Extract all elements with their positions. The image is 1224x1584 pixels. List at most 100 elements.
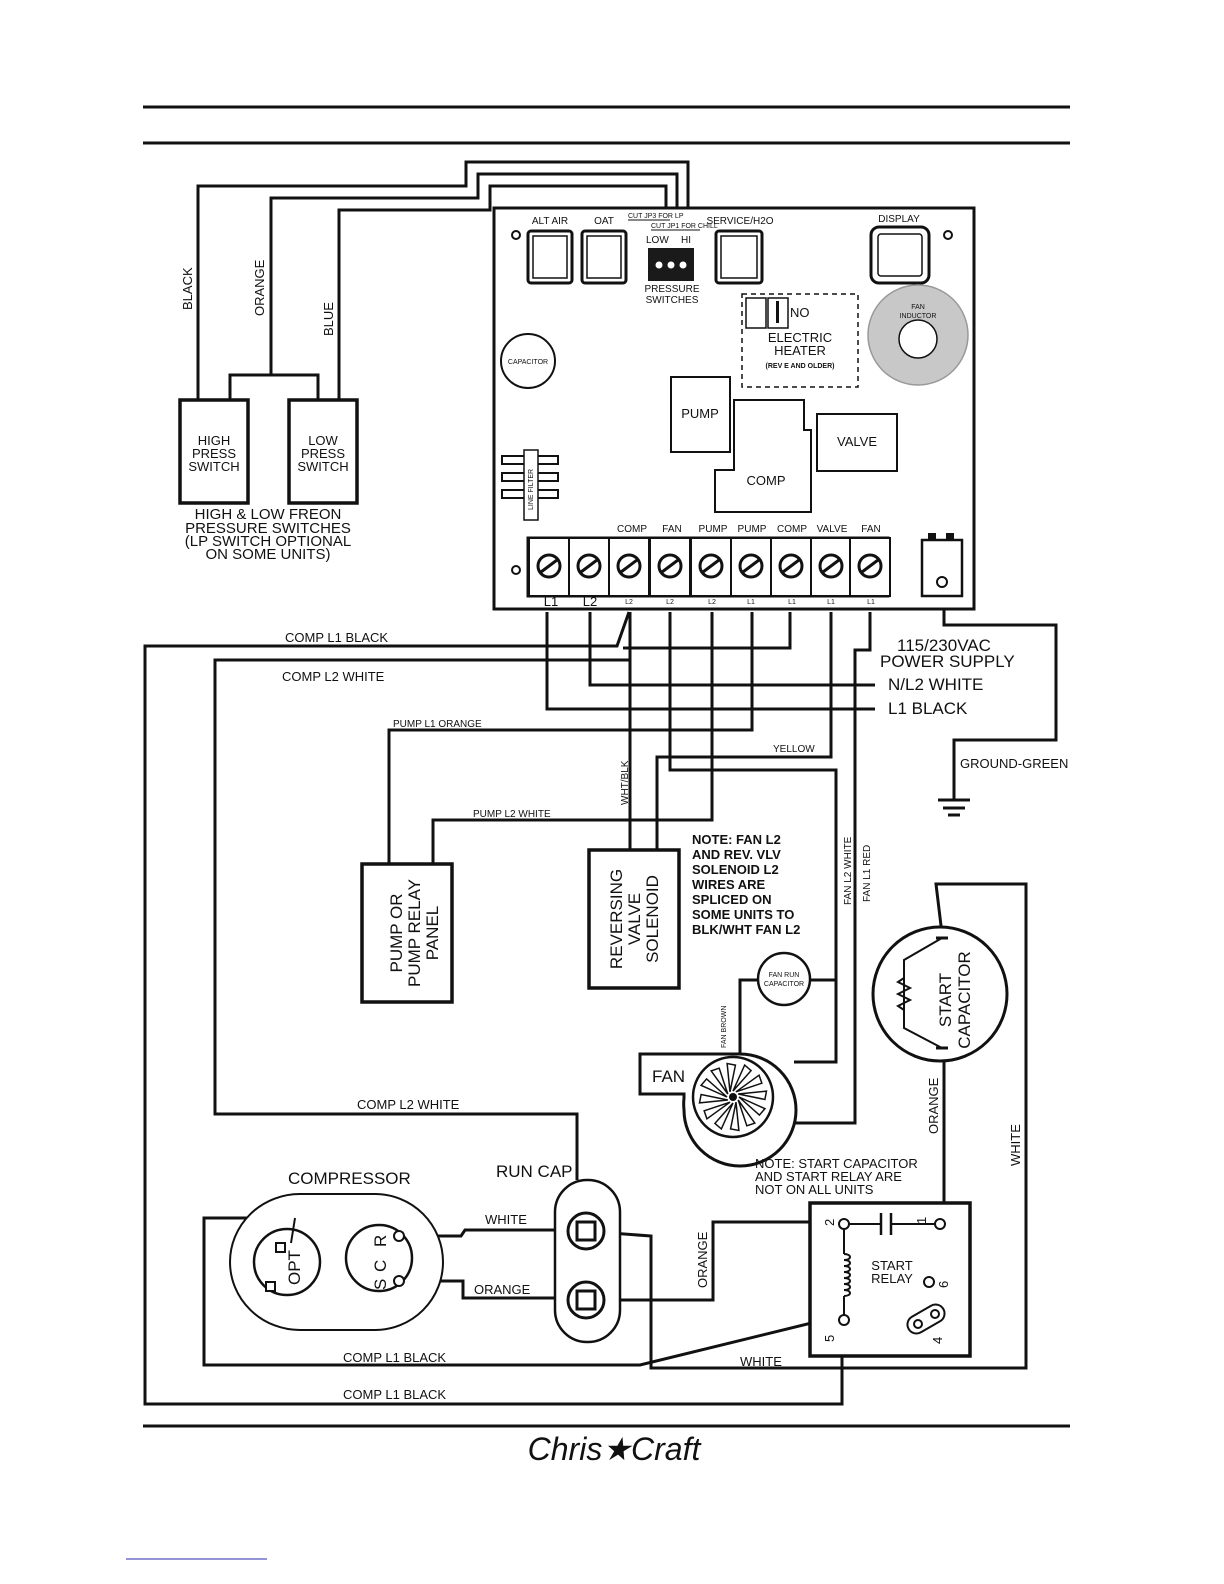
terminal-screw-slot (540, 558, 558, 574)
terminal-screw-slot (580, 558, 598, 574)
relay-terminal-4: 4 (930, 1337, 945, 1344)
terminal-screw-slot (742, 558, 760, 574)
terminal-post (810, 537, 852, 597)
terminal-top-label: FAN (662, 524, 681, 535)
switch-caption-4: ON SOME UNITS) (205, 546, 330, 563)
start-cap-label-1: START (936, 973, 955, 1027)
terminal-bottom-label: L1 (827, 599, 835, 606)
fan-note-line: AND REV. VLV (692, 847, 781, 862)
valve-relay (816, 413, 898, 472)
jumper-note-jp3: CUT JP3 FOR LP (628, 213, 684, 220)
fan-note-line: BLK/WHT FAN L2 (692, 922, 800, 937)
fan-note-line: SPLICED ON (692, 892, 771, 907)
pump-panel-label-3: PANEL (423, 906, 442, 961)
low-switch-label-1: LOW (308, 433, 338, 448)
opt-label: OPT (285, 1250, 304, 1285)
wire-label-yellow: YELLOW (773, 744, 815, 755)
terminal-top-label: PUMP (699, 524, 728, 535)
terminal-screw-slot (661, 558, 679, 574)
terminal-bottom-label: L2 (625, 599, 633, 606)
pump-relay (670, 376, 731, 453)
terminal-top-label: FAN (861, 524, 880, 535)
start-capacitor (871, 925, 1009, 1063)
fan-label: FAN (652, 1067, 685, 1086)
wire-label-fan-l1-red: FAN L1 RED (862, 845, 873, 902)
fan-run-cap-label-2: CAPACITOR (764, 981, 804, 988)
high-press-switch (178, 398, 250, 505)
pressure-switches-label-2: SWITCHES (646, 295, 699, 306)
board-capacitor-label: CAPACITOR (508, 359, 548, 366)
comp-relay-label: COMP (747, 473, 786, 488)
fan-blade (709, 1067, 729, 1095)
terminal-top-label: COMP (777, 524, 807, 535)
fan-run-capacitor (756, 951, 812, 1007)
relay-terminal-2: 2 (822, 1219, 837, 1226)
wire-label-pump-l1-orange: PUMP L1 ORANGE (393, 719, 482, 730)
pump-panel-label-1: PUMP OR (387, 893, 406, 972)
rev-valve-label-3: SOLENOID (643, 875, 662, 963)
start-note-line: AND START RELAY ARE (755, 1169, 902, 1184)
wire-label-black: BLACK (180, 267, 195, 310)
terminal-bottom-label: L2 (583, 594, 597, 609)
compressor (229, 1193, 444, 1331)
heater-note: (REV E AND OLDER) (766, 363, 835, 370)
switch-caption-2: PRESSURE SWITCHES (185, 520, 351, 537)
compressor-label: COMPRESSOR (288, 1169, 411, 1188)
high-switch-label-1: HIGH (198, 433, 231, 448)
wire-label-orange-s: ORANGE (474, 1282, 531, 1297)
wire-label-orange-relay: ORANGE (695, 1231, 710, 1288)
start-relay-label-1: START (871, 1258, 912, 1273)
power-n-l2-label: N/L2 WHITE (888, 675, 983, 694)
terminal-bottom-label: L1 (788, 599, 796, 606)
low-switch-label-2: PRESS (301, 446, 345, 461)
compressor-terminal-r: R (371, 1235, 390, 1247)
power-supply-title-2: POWER SUPPLY (880, 652, 1015, 671)
electric-heater-area (741, 293, 859, 388)
compressor-terminal-s: S (371, 1279, 390, 1290)
wire-label-white-bottom: WHITE (740, 1354, 782, 1369)
switch-caption-3: (LP SWITCH OPTIONAL (185, 533, 351, 550)
start-cap-label-2: CAPACITOR (955, 951, 974, 1049)
relay-terminal-5: 5 (822, 1335, 837, 1342)
terminal-top-label: PUMP (738, 524, 767, 535)
terminal-screw-slot (822, 558, 840, 574)
pressure-low-label: LOW (646, 235, 669, 246)
high-switch-label-2: PRESS (192, 446, 236, 461)
wire-label-comp-l1-black-inner: COMP L1 BLACK (343, 1350, 446, 1365)
fan-blade (729, 1102, 740, 1132)
compressor-terminal-c: C (371, 1260, 390, 1272)
fan-blade (703, 1101, 731, 1121)
fan-note-line: SOME UNITS TO (692, 907, 794, 922)
valve-relay-label: VALVE (837, 434, 877, 449)
run-cap-label: RUN CAP (496, 1162, 573, 1181)
wire-label-fan-brown: FAN BROWN (721, 1006, 728, 1048)
terminal-screw-slot (861, 558, 879, 574)
line-filter: LINE FILTER (501, 449, 559, 521)
jumper-note-jp1: CUT JP1 FOR CHILL (651, 223, 718, 230)
fan-blade (699, 1077, 728, 1098)
pump-panel-label-2: PUMP RELAY (405, 879, 424, 987)
terminal-post (730, 537, 772, 597)
fan-note-line: WIRES ARE (692, 877, 766, 892)
fan-blade (726, 1062, 737, 1092)
low-switch-label-3: SWITCH (297, 459, 348, 474)
relay-terminal-6: 6 (936, 1281, 951, 1288)
reversing-valve-solenoid (587, 848, 681, 990)
wire-label-comp-l1-black: COMP L1 BLACK (285, 630, 388, 645)
rev-valve-label-1: REVERSING (607, 869, 626, 969)
wire-label-comp-l1-black-outer: COMP L1 BLACK (343, 1387, 446, 1402)
switch-caption-1: HIGH & LOW FREON (195, 506, 342, 523)
low-press-switch (287, 398, 359, 505)
control-board: ALT AIR OAT CUT JP3 FOR LP CUT JP1 FOR C… (492, 206, 976, 611)
fan-note-line: NOTE: FAN L2 (692, 832, 781, 847)
power-supply-title-1: 115/230VAC (897, 636, 991, 655)
rev-valve-label-2: VALVE (625, 893, 644, 945)
terminal-screw-slot (782, 558, 800, 574)
alt-air-label: ALT AIR (532, 216, 568, 227)
relay-terminal-1: 1 (914, 1217, 929, 1224)
comp-relay (714, 399, 812, 513)
run-capacitor (553, 1178, 622, 1344)
wire-label-fan-l2-white: FAN L2 WHITE (843, 836, 854, 905)
heater-no-label: NO (790, 305, 810, 320)
fan-blades-icon (698, 1062, 768, 1132)
